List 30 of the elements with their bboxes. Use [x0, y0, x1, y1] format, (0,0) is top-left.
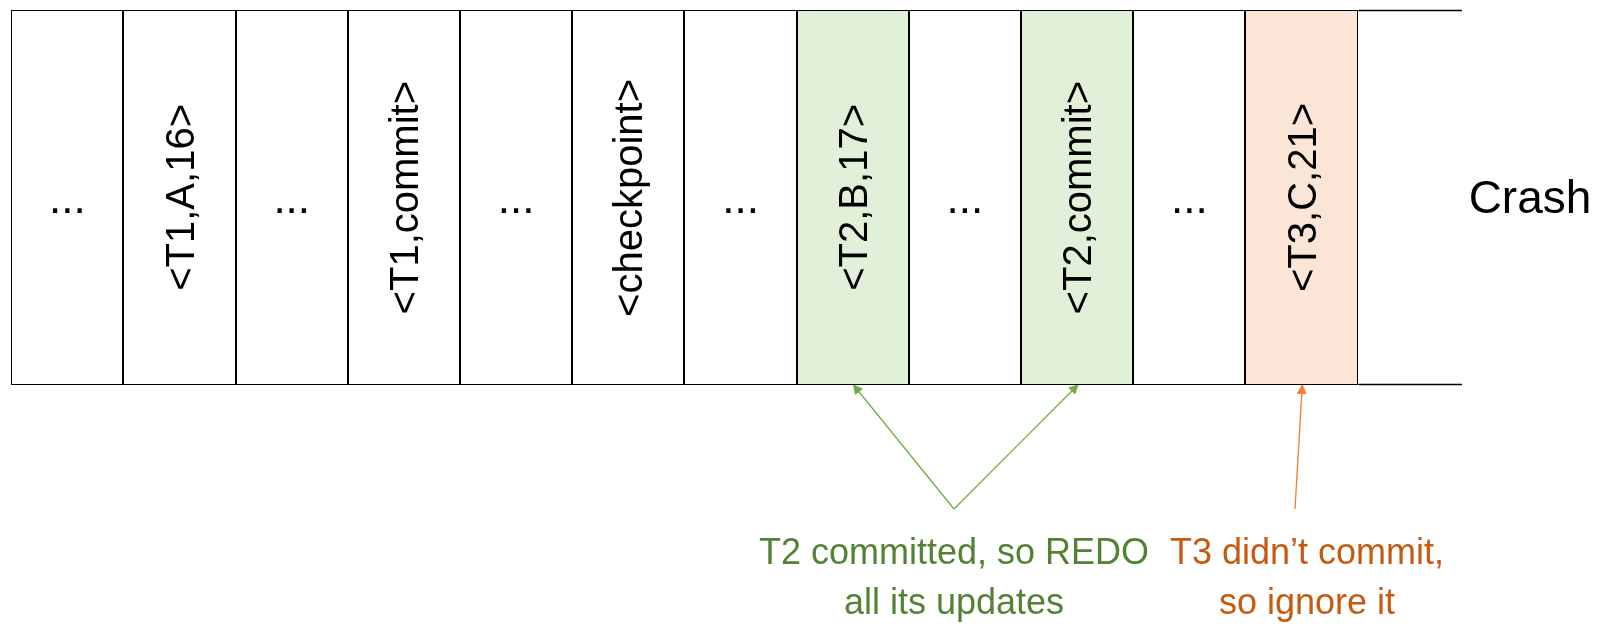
log-cell — [908, 10, 1022, 385]
log-cell — [684, 10, 797, 385]
log-record: ... — [49, 175, 86, 220]
log-record: ... — [722, 175, 759, 220]
log-cell — [460, 10, 573, 385]
log-record: ... — [946, 175, 984, 220]
log-cell — [1021, 10, 1134, 385]
arrow — [852, 384, 955, 510]
log-cell — [1133, 10, 1246, 385]
annotation-text: T3 didn’t commit, so ignore it — [1168, 530, 1446, 624]
log-record: ... — [1171, 175, 1208, 220]
arrow — [1294, 384, 1307, 510]
log-record: <T1,A,16> — [159, 104, 200, 291]
log-cell — [1245, 10, 1358, 385]
log-record: <T1,commit> — [383, 80, 424, 315]
log-record: <T2,B,17> — [832, 104, 873, 291]
log-cell — [11, 10, 124, 385]
log-record: ... — [273, 175, 311, 220]
log-record: <T2,commit> — [1057, 80, 1098, 315]
log-cell — [796, 10, 909, 385]
log-cell — [347, 10, 461, 385]
arrow — [953, 384, 1079, 510]
log-cell — [572, 10, 685, 385]
annotation-text: T2 committed, so REDO all its updates — [757, 530, 1151, 624]
log-cell — [235, 10, 348, 385]
crash-label: Crash — [1468, 174, 1592, 220]
log-record: <T3,C,21> — [1281, 103, 1322, 292]
log-record: ... — [497, 175, 535, 220]
log-cell — [123, 10, 236, 385]
log-record: <checkpoint> — [608, 78, 649, 317]
